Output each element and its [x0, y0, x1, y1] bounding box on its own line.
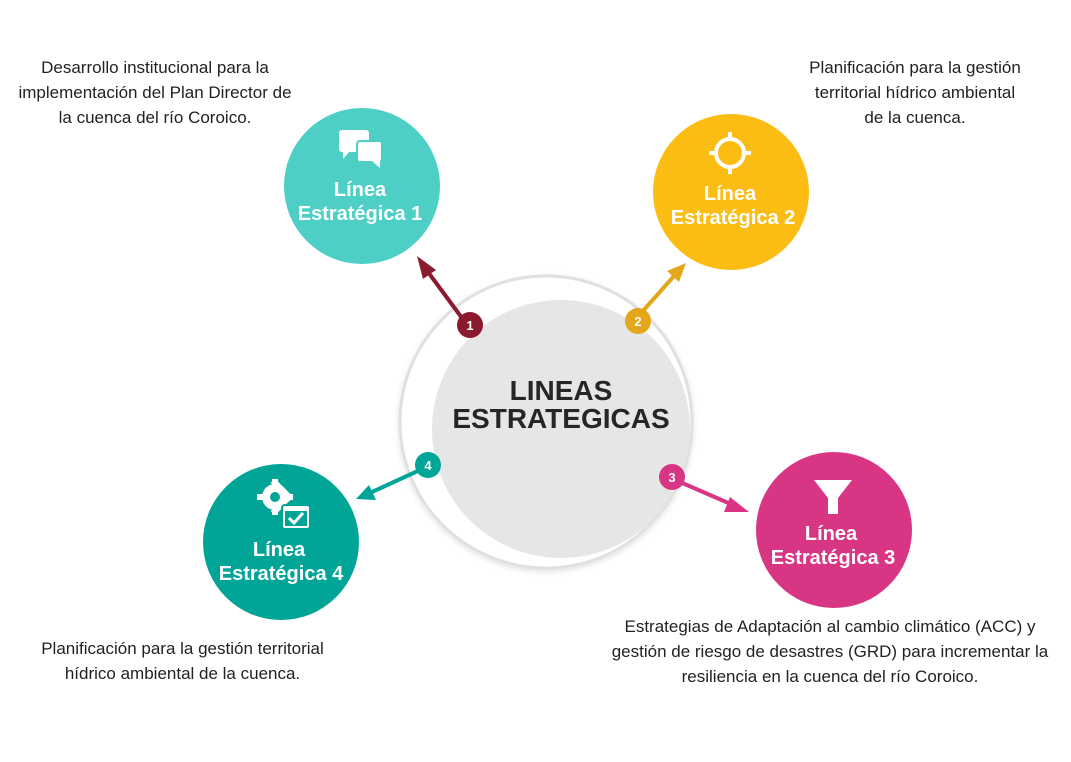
arrow-1	[417, 256, 464, 320]
gear-calendar-icon	[257, 478, 311, 530]
strategic-line-3-node: Línea Estratégica 3	[756, 452, 912, 608]
svg-text:2: 2	[634, 314, 641, 329]
number-badge-4: 4	[415, 452, 441, 478]
svg-text:4: 4	[424, 458, 432, 473]
arrow-4	[356, 468, 421, 500]
arrow-3	[679, 480, 749, 512]
arrow-2	[640, 263, 686, 314]
number-badge-1: 1	[457, 312, 483, 338]
strategic-line-2-description: Planificación para la gestión territoria…	[809, 58, 1021, 127]
strategic-line-4-description: Planificación para la gestión territoria…	[41, 639, 324, 683]
center-title-line1: LINEAS	[510, 375, 613, 406]
chat-bubbles-icon	[339, 130, 383, 168]
strategic-line-4-title: Línea	[253, 539, 306, 561]
target-crosshair-icon	[709, 132, 751, 174]
strategic-line-4-node: Línea Estratégica 4	[203, 464, 359, 620]
svg-text:3: 3	[668, 470, 675, 485]
center-disc	[432, 300, 690, 558]
center-title-line2: ESTRATEGICAS	[452, 403, 669, 434]
strategic-line-4-subtitle: Estratégica 4	[219, 563, 344, 585]
strategic-line-2-title: Línea	[704, 183, 757, 205]
strategic-line-1-title: Línea	[334, 179, 387, 201]
strategic-line-1-description: Desarrollo institucional para la impleme…	[18, 58, 292, 127]
strategic-line-3-subtitle: Estratégica 3	[771, 547, 896, 569]
strategic-line-3-title: Línea	[805, 523, 858, 545]
strategic-line-2-node: Línea Estratégica 2	[653, 114, 809, 270]
svg-text:1: 1	[466, 318, 473, 333]
strategic-line-3-description: Estrategias de Adaptación al cambio clim…	[611, 617, 1049, 686]
number-badge-3: 3	[659, 464, 685, 490]
funnel-icon	[814, 480, 852, 514]
strategic-line-2-subtitle: Estratégica 2	[671, 207, 796, 229]
number-badge-2: 2	[625, 308, 651, 334]
strategic-line-1-node: Línea Estratégica 1	[284, 108, 440, 264]
strategic-line-1-subtitle: Estratégica 1	[298, 203, 423, 225]
